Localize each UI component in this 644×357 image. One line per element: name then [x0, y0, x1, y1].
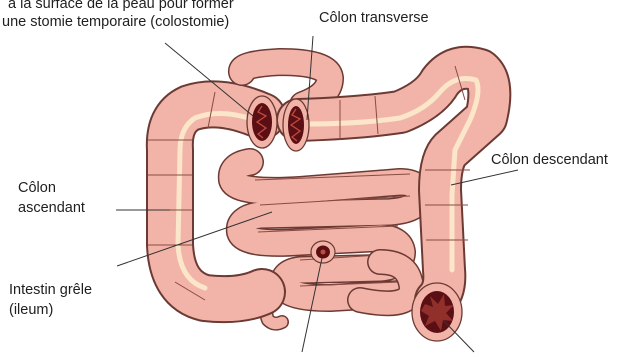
label-ascending-line1: Côlon	[18, 179, 56, 197]
label-descending-colon: Côlon descendant	[491, 151, 608, 169]
ileum-cut-end	[311, 241, 335, 263]
label-ascending-line2: ascendant	[18, 199, 85, 217]
label-stoma-line1: à la surface de la peau pour former	[8, 0, 234, 13]
label-small-intestine-line1: Intestin grêle	[9, 281, 92, 299]
label-transverse-colon: Côlon transverse	[319, 9, 429, 27]
label-small-intestine-line2: (ileum)	[9, 301, 53, 319]
label-stoma-line2: une stomie temporaire (colostomie)	[2, 13, 229, 31]
